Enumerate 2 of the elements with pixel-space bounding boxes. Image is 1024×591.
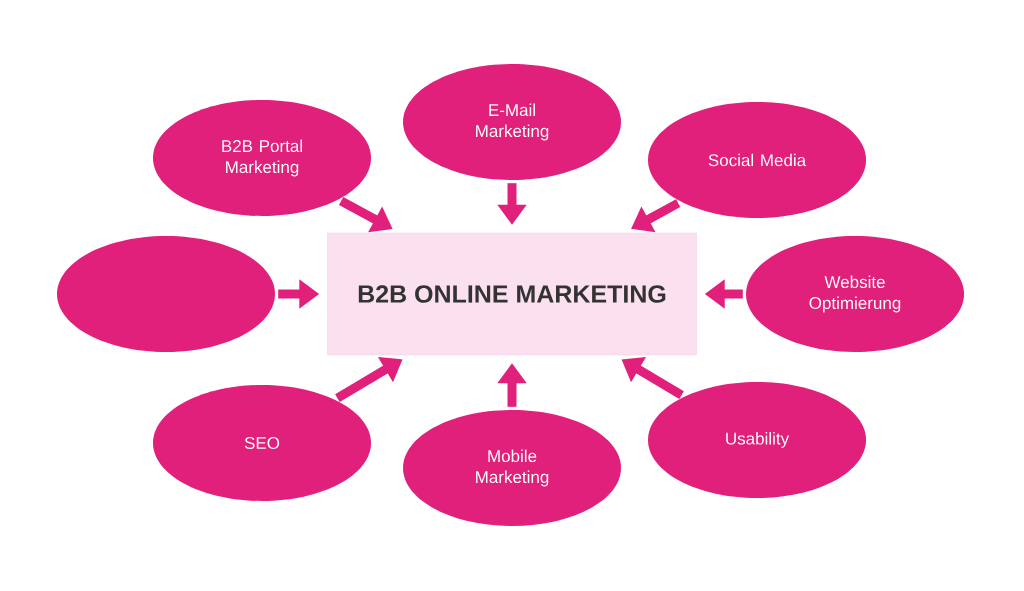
center-box: B2B ONLINE MARKETING (327, 232, 697, 356)
empty-ellipse (57, 236, 275, 352)
